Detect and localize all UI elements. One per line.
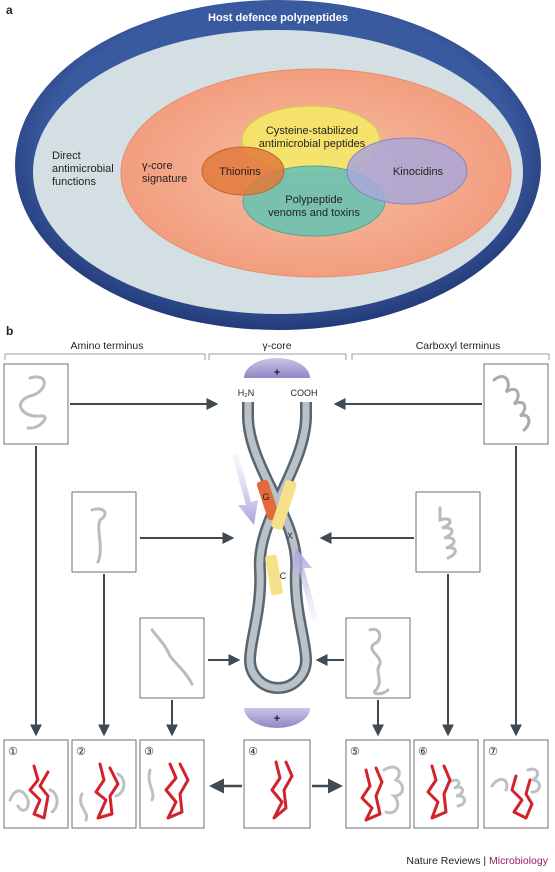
venoms-label-line1: Polypeptide: [285, 194, 343, 206]
bottom-cap-shape: [244, 708, 310, 728]
panel-b-letter: b: [6, 324, 13, 338]
cysteine-label-line1: Cysteine-stabilized: [266, 125, 358, 137]
header-gamma: γ-core: [262, 340, 291, 352]
bracket-carboxyl: [351, 353, 550, 360]
gamma-label-line1: γ-core: [142, 160, 173, 172]
amino-terminus-structures: [3, 363, 205, 699]
input-arrows: [70, 398, 482, 666]
thionins-label: Thionins: [219, 166, 261, 178]
motif-g-label: G: [262, 492, 269, 502]
bottom-plus-sign: +: [274, 713, 280, 725]
red-core-4: [270, 760, 294, 820]
result-number-3: ③: [144, 745, 154, 758]
carboxyl-helix-2: [438, 506, 457, 560]
motif-c-segment: [265, 554, 283, 596]
carboxyl-terminus-structures: [345, 363, 549, 699]
direct-label-line3: functions: [52, 176, 97, 188]
result-number-6: ⑥: [418, 745, 428, 758]
upward-strand-arrow: [292, 548, 318, 621]
red-core-3: [164, 762, 190, 820]
column-headers: Amino terminus γ-core Carboxyl terminus: [4, 340, 550, 360]
amino-structure-box-2: [71, 491, 137, 573]
grey-coil-1: [8, 789, 30, 812]
grey-helix-6: [448, 778, 466, 808]
grey-coil-3: [147, 768, 155, 802]
header-carboxyl: Carboxyl terminus: [416, 340, 501, 352]
motif-c-label: C: [280, 571, 287, 581]
kinocidins-ellipse: [346, 137, 468, 205]
result-number-5: ⑤: [350, 745, 360, 758]
result-number-1: ①: [8, 745, 18, 758]
motif-x-label: X: [287, 531, 293, 541]
cooh-label: COOH: [291, 388, 318, 398]
result-number-2: ②: [76, 745, 86, 758]
credit-separator: |: [480, 855, 489, 867]
carboxyl-structure-box-2: [415, 491, 481, 573]
header-amino: Amino terminus: [71, 340, 144, 352]
venoms-label-line2: venoms and toxins: [268, 207, 360, 219]
bottom-charge-cap: +: [244, 708, 310, 728]
direct-label-line1: Direct: [52, 150, 81, 162]
grey-coil-5: [382, 765, 404, 815]
grey-coil-2: [79, 792, 89, 822]
direct-label-line2: antimicrobial: [52, 163, 114, 175]
outer-label: Host defence polypeptides: [208, 12, 348, 24]
kinocidins-label: Kinocidins: [393, 166, 444, 178]
grey-helix-7: [526, 767, 541, 794]
motif-yellow-upper: [271, 480, 297, 530]
amino-coil-3: [150, 628, 194, 686]
top-charge-cap: +: [244, 358, 310, 379]
top-plus-sign: +: [274, 367, 280, 379]
red-core-1: [28, 764, 50, 820]
thionins-ellipse: [201, 146, 285, 196]
gamma-label-line2: signature: [142, 173, 187, 185]
amino-coil-2: [90, 507, 107, 564]
grey-coil-7: [490, 777, 509, 792]
gamma-core-hairpin: G X C: [242, 402, 312, 694]
journal-credit: Nature Reviews | Microbiology: [406, 855, 548, 867]
carboxyl-coil-3: [368, 627, 390, 696]
credit-subject: Microbiology: [489, 855, 549, 867]
result-number-4: ④: [248, 745, 258, 758]
bracket-gamma: [208, 353, 347, 360]
hairpin-fill: [244, 402, 310, 692]
output-arrows: [30, 446, 522, 794]
venn-diagram: Host defence polypeptides Direct antimic…: [15, 0, 541, 330]
red-core-6: [426, 764, 452, 820]
result-number-7: ⑦: [488, 745, 498, 758]
red-core-5: [360, 766, 384, 822]
carboxyl-helix-1: [492, 375, 531, 432]
amino-coil-1: [19, 375, 47, 430]
grey-coil-2b: [114, 772, 126, 798]
grey-coil-1b: [48, 788, 59, 814]
downward-strand-arrow: [232, 452, 258, 525]
result-structures: ① ② ③ ④ ⑤ ⑥ ⑦: [3, 739, 549, 829]
bracket-amino: [4, 353, 206, 360]
motif-g-segment: [256, 479, 280, 521]
h2n-label: H₂N: [238, 388, 255, 398]
red-core-2: [94, 762, 120, 820]
red-core-7: [510, 774, 534, 820]
credit-journal: Nature Reviews: [406, 855, 480, 867]
cysteine-label-line2: antimicrobial peptides: [259, 138, 366, 150]
top-cap-shape: [244, 358, 310, 378]
panel-a-letter: a: [6, 3, 13, 17]
